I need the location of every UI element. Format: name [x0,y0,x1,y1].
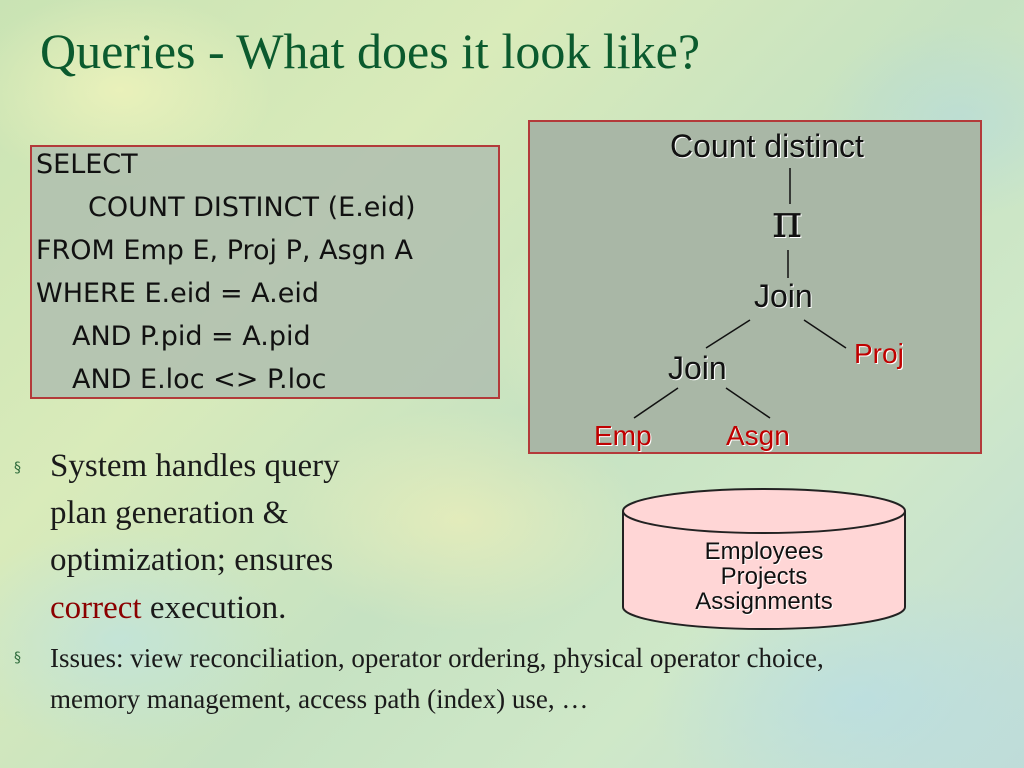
db-table-projects: Projects [720,563,808,590]
highlight-correct: correct [50,590,142,626]
plan-node-count-distinct: Count distinct [670,128,864,164]
edge-join-join [705,319,751,349]
slide-title: Queries - What does it look like? [40,23,701,79]
plan-node-projection: π [772,194,803,248]
plan-tree-edges [633,168,847,419]
plan-node-join-bottom: Join [668,350,727,386]
sql-line-and-pid: AND P.pid = A.pid [72,321,311,352]
db-table-employees: Employees [704,538,824,565]
plan-node-join-top: Join [754,278,813,314]
sql-line-count: COUNT DISTINCT (E.eid) [88,192,416,223]
database-cylinder-icon [622,488,906,630]
edge-join-emp [633,387,679,419]
bullet-marker-icon-2: § [14,650,21,666]
db-table-assignments: Assignments [695,588,833,615]
sql-line-where: WHERE E.eid = A.eid [36,278,319,309]
edge-join-asgn [725,387,771,419]
query-plan-tree: Count distinct π Join Proj Join Emp Asgn [528,120,982,454]
bullet-marker-icon: § [14,460,21,476]
plan-leaf-proj: Proj [854,338,904,369]
bullet1-line4-rest: execution. [141,590,287,626]
plan-leaf-asgn: Asgn [726,420,790,451]
sql-query-box: SELECT COUNT DISTINCT (E.eid) FROM Emp E… [30,145,500,399]
sql-line-select: SELECT [36,149,138,180]
plan-leaf-emp: Emp [594,420,652,451]
bullet1-line2: plan generation & [50,495,289,531]
edge-join-proj [803,319,847,349]
bullet1-line1: System handles query [50,448,340,484]
sql-line-from: FROM Emp E, Proj P, Asgn A [36,235,413,266]
bullet2-line2: memory management, access path (index) u… [50,684,589,714]
bullet1-line4: correct execution. [50,590,286,627]
bullet1-line3: optimization; ensures [50,542,334,578]
sql-line-and-loc: AND E.loc <> P.loc [72,364,327,395]
bullet2-line1: Issues: view reconciliation, operator or… [50,643,824,673]
